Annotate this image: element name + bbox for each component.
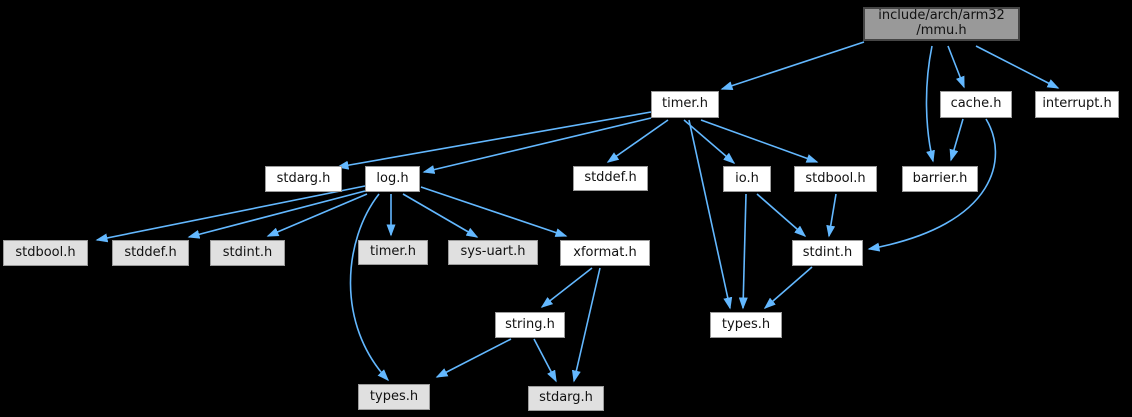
edge-mmu-to-interrupt xyxy=(975,45,1060,89)
node-stdint-mid[interactable]: stdint.h xyxy=(792,240,863,266)
node-stdarg-top[interactable]: stdarg.h xyxy=(265,166,342,192)
edge-timer-top-to-types-mid xyxy=(688,119,733,310)
node-label-string: string.h xyxy=(505,316,555,332)
node-cache[interactable]: cache.h xyxy=(940,91,1012,118)
edge-string-to-stdarg-leaf xyxy=(533,338,557,383)
node-label-stdint-leaf: stdint.h xyxy=(222,244,273,260)
node-label-stdint-mid: stdint.h xyxy=(802,244,853,260)
node-interrupt[interactable]: interrupt.h xyxy=(1035,91,1119,118)
node-label-stddef-top: stddef.h xyxy=(584,170,637,186)
node-label-stdarg-top: stdarg.h xyxy=(276,170,331,186)
node-label-interrupt: interrupt.h xyxy=(1042,96,1112,112)
edge-io-to-types-mid xyxy=(738,193,748,310)
node-string[interactable]: string.h xyxy=(495,312,565,338)
edge-stdbool-top-to-stdint-mid xyxy=(826,193,837,238)
edge-mmu-to-timer-top xyxy=(720,41,865,90)
edge-log-to-stdint-leaf xyxy=(266,193,368,237)
node-label-mmu: include/arch/arm32 /mmu.h xyxy=(878,8,1005,38)
edge-timer-top-to-io xyxy=(683,119,736,164)
edge-log-to-sys-uart xyxy=(402,193,479,238)
node-stdbool-top[interactable]: stdbool.h xyxy=(794,166,877,192)
node-types-leaf: types.h xyxy=(358,384,430,410)
edge-stdint-mid-to-types-mid xyxy=(763,266,813,309)
node-io[interactable]: io.h xyxy=(723,166,771,192)
node-label-log: log.h xyxy=(376,170,409,186)
node-timer-top[interactable]: timer.h xyxy=(651,91,719,118)
edge-log-to-xformat xyxy=(420,186,568,237)
edge-cache-to-barrier xyxy=(949,118,964,162)
edge-xformat-to-stdarg-leaf xyxy=(571,267,601,383)
node-label-xformat: xformat.h xyxy=(573,244,637,260)
edge-mmu-to-barrier xyxy=(925,45,935,163)
node-types-mid[interactable]: types.h xyxy=(710,312,782,338)
edge-log-to-stddef-leaf xyxy=(187,190,366,239)
node-stdbool-leaf: stdbool.h xyxy=(3,240,88,266)
node-stdint-leaf: stdint.h xyxy=(210,240,285,266)
node-label-stddef-leaf: stddef.h xyxy=(124,244,177,260)
edge-timer-top-to-stdbool-top xyxy=(700,119,819,163)
node-label-sys-uart: sys-uart.h xyxy=(460,244,526,260)
edge-xformat-to-string xyxy=(540,267,593,308)
node-label-cache: cache.h xyxy=(950,96,1002,112)
edge-log-to-stdbool-leaf xyxy=(95,185,366,243)
node-stddef-top[interactable]: stddef.h xyxy=(573,166,648,191)
edge-timer-top-to-stddef-top xyxy=(606,119,669,163)
node-label-stdbool-leaf: stdbool.h xyxy=(15,244,76,260)
node-label-types-leaf: types.h xyxy=(369,388,419,404)
edge-log-to-types-leaf xyxy=(349,193,390,382)
node-sys-uart: sys-uart.h xyxy=(448,240,538,265)
node-label-barrier: barrier.h xyxy=(912,170,968,186)
edge-string-to-types-leaf xyxy=(435,338,512,378)
node-label-stdarg-leaf: stdarg.h xyxy=(539,390,593,406)
node-label-timer-top: timer.h xyxy=(662,96,708,112)
node-barrier[interactable]: barrier.h xyxy=(902,166,978,192)
node-log[interactable]: log.h xyxy=(365,166,420,192)
edge-mmu-to-cache xyxy=(947,45,965,89)
node-label-timer-leaf: timer.h xyxy=(370,244,416,260)
node-label-stdbool-top: stdbool.h xyxy=(805,170,866,186)
edge-cache-to-stdint-mid xyxy=(867,118,997,252)
edge-timer-top-to-log xyxy=(422,117,652,174)
edge-io-to-stdint-mid xyxy=(756,193,807,237)
node-mmu: include/arch/arm32 /mmu.h xyxy=(863,7,1020,41)
node-label-io: io.h xyxy=(735,170,759,186)
node-stddef-leaf: stddef.h xyxy=(112,240,189,266)
node-label-types-mid: types.h xyxy=(721,316,771,332)
node-timer-leaf: timer.h xyxy=(358,240,428,265)
node-xformat[interactable]: xformat.h xyxy=(560,240,650,266)
node-stdarg-leaf: stdarg.h xyxy=(528,386,604,411)
edge-timer-top-to-stdarg-top xyxy=(336,111,652,170)
